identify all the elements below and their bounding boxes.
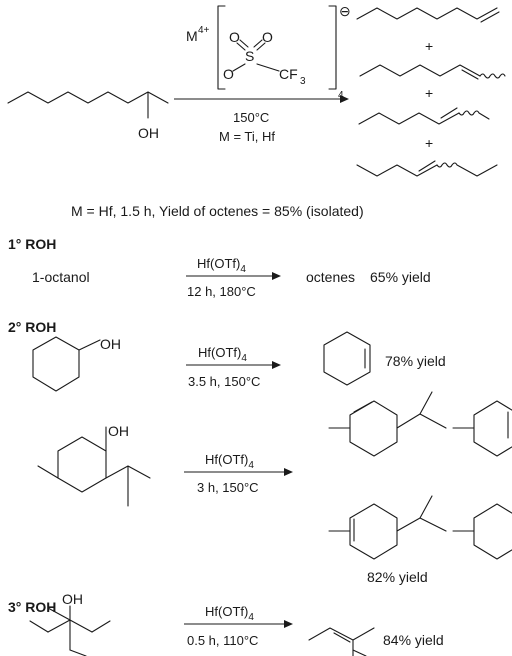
octene-1 bbox=[356, 7, 498, 20]
octanol-oh-label: OH bbox=[138, 125, 159, 141]
menthene-a-ring bbox=[349, 400, 398, 457]
octene-4 bbox=[356, 164, 438, 177]
top-temperature: 150°C bbox=[233, 110, 269, 125]
pentanol-left-end bbox=[29, 620, 49, 633]
arrow-3-head bbox=[284, 620, 293, 628]
yield-1: 65% yield bbox=[370, 269, 431, 285]
octene-2-wavy bbox=[479, 73, 506, 79]
plus-2: + bbox=[425, 85, 433, 101]
plus-3: + bbox=[425, 135, 433, 151]
pentene-double bbox=[333, 632, 351, 643]
catalyst-metal: M bbox=[186, 28, 198, 44]
menthol-methyl bbox=[37, 465, 59, 479]
reagent-2b: Hf(OTf)4 bbox=[205, 452, 254, 471]
menthol-ring bbox=[57, 436, 107, 493]
triflate-f-subscript: 3 bbox=[300, 76, 306, 87]
menthene-b-ring bbox=[473, 400, 512, 457]
pentene-branch-end bbox=[352, 649, 367, 656]
triflate-o-bottom: O bbox=[223, 66, 234, 82]
octene-3 bbox=[358, 112, 460, 125]
menthene-a-double bbox=[353, 401, 373, 413]
pentanol-oh-label: OH bbox=[62, 591, 83, 607]
menthene-c-ring bbox=[349, 503, 398, 560]
octene-4-wavy bbox=[436, 162, 498, 177]
main-arrow-head bbox=[340, 95, 349, 103]
cyclohexanol-ring bbox=[32, 336, 80, 392]
catalyst-charge: 4+ bbox=[198, 25, 210, 36]
menthene-a-isopropyl-branch bbox=[419, 413, 447, 429]
reagent-2a: Hf(OTf)4 bbox=[198, 345, 247, 364]
conditions-2a: 3.5 h, 150°C bbox=[188, 374, 260, 389]
pentene-chain bbox=[308, 627, 375, 641]
octene-4-double bbox=[418, 160, 436, 172]
anion-charge: ⊖ bbox=[339, 3, 351, 19]
arrow-2a-head bbox=[272, 361, 281, 369]
octanol-chain bbox=[7, 91, 169, 104]
menthene-a-isopropyl bbox=[396, 391, 433, 429]
triflate-o-top-right: O bbox=[262, 29, 273, 45]
conditions-1: 12 h, 180°C bbox=[187, 284, 256, 299]
conditions-3: 0.5 h, 110°C bbox=[187, 633, 258, 648]
octene-3-double bbox=[440, 107, 458, 119]
so-single-bond bbox=[232, 63, 246, 72]
so-double-bond-right-2 bbox=[253, 39, 263, 48]
menthene-c-isopropyl bbox=[396, 495, 433, 532]
plus-1: + bbox=[425, 38, 433, 54]
pentanol-left-ethyl bbox=[47, 607, 71, 621]
yield-2a: 78% yield bbox=[385, 353, 446, 369]
product-octenes: octenes bbox=[306, 269, 355, 285]
octene-3-wavy bbox=[458, 110, 490, 120]
heading-primary: 1° ROH bbox=[8, 236, 56, 252]
yield-3: 84% yield bbox=[383, 632, 444, 648]
right-bracket bbox=[328, 5, 337, 90]
pentanol-right-end bbox=[91, 620, 111, 633]
arrow-2b-head bbox=[284, 468, 293, 476]
conditions-2b: 3 h, 150°C bbox=[197, 480, 259, 495]
triflate-s: S bbox=[245, 48, 254, 64]
menthol-oh-label: OH bbox=[108, 423, 129, 439]
triflate-cf: CF bbox=[279, 66, 298, 82]
pentanol-down-end bbox=[69, 649, 87, 656]
octene-2 bbox=[359, 64, 481, 77]
top-metals: M = Ti, Hf bbox=[219, 129, 275, 144]
cyclohexene-ring bbox=[323, 331, 371, 386]
sc-bond bbox=[256, 63, 280, 72]
heading-secondary: 2° ROH bbox=[8, 319, 56, 335]
cyclohexanol-oh-bond bbox=[78, 339, 101, 351]
substrate-1-octanol: 1-octanol bbox=[32, 269, 90, 285]
menthene-c-isopropyl-branch bbox=[419, 517, 447, 532]
left-bracket bbox=[217, 5, 226, 90]
yield-2b: 82% yield bbox=[367, 569, 428, 585]
heading-tertiary: 3° ROH bbox=[8, 599, 56, 615]
so-double-bond-right-1 bbox=[256, 42, 266, 51]
octene-1-double bbox=[480, 11, 500, 23]
so-double-bond-left-1 bbox=[236, 42, 246, 51]
reagent-1: Hf(OTf)4 bbox=[197, 256, 246, 275]
summary-line: M = Hf, 1.5 h, Yield of octenes = 85% (i… bbox=[71, 203, 364, 219]
arrow-1-head bbox=[272, 272, 281, 280]
reagent-3: Hf(OTf)4 bbox=[205, 604, 254, 623]
menthene-d-ring bbox=[473, 503, 512, 560]
octene-2-double bbox=[461, 69, 479, 80]
cyclohexanol-oh-label: OH bbox=[100, 336, 121, 352]
triflate-o-top-left: O bbox=[229, 29, 240, 45]
so-double-bond-left-2 bbox=[239, 39, 249, 48]
